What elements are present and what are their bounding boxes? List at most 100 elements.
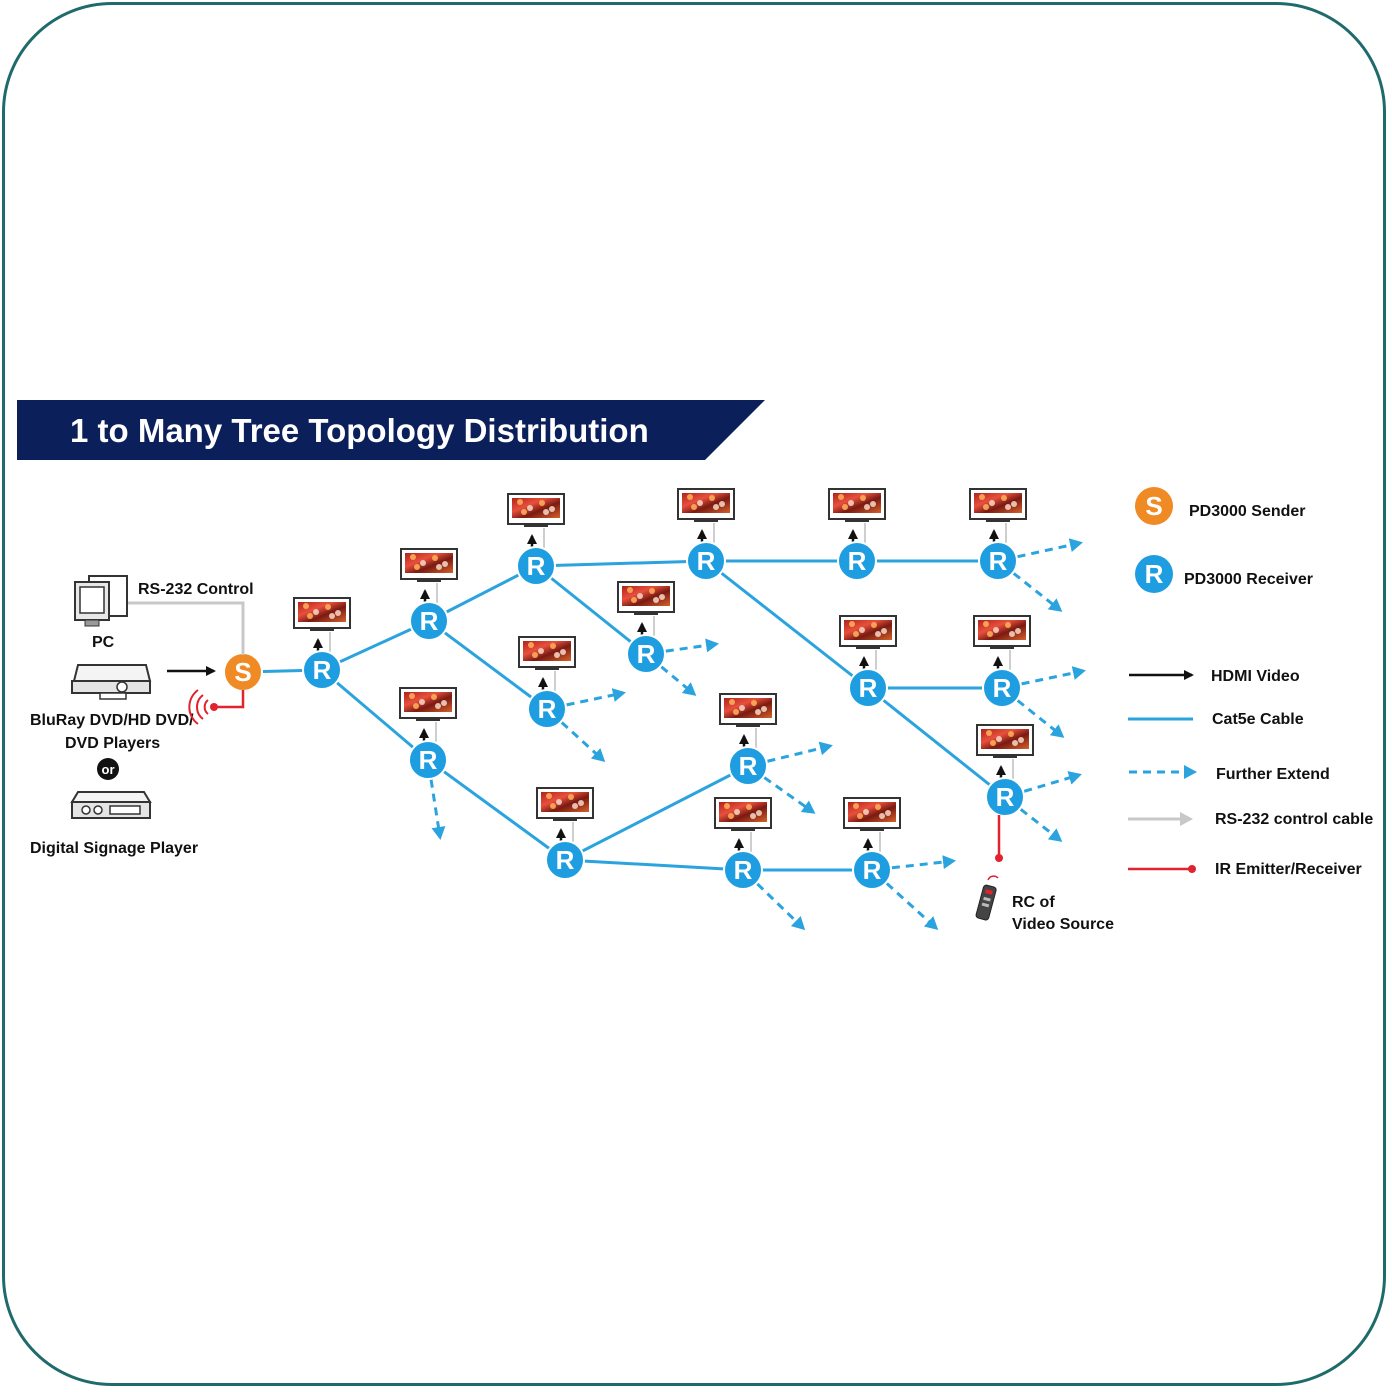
legend-cat5e: Cat5e Cable [1128,711,1304,728]
further-extend-arrow [1016,699,1065,738]
title-banner: 1 to Many Tree Topology Distribution [17,400,765,460]
receiver-node: R [852,850,892,890]
remote-signal-icon [987,875,999,881]
ir-signal-icon [188,689,209,725]
further-extend-arrow [429,779,446,840]
further-extend-arrow [560,721,606,763]
receiver-node-letter: R [863,855,882,885]
monitor-icon [507,493,565,527]
legend-rs232: RS-232 control cable [1128,811,1373,828]
cat5e-cable [535,559,707,568]
receiver-node: R [409,601,449,641]
pc-label: PC [92,634,115,651]
signage-player-icon [70,791,152,819]
monitor-icon [677,488,735,522]
or-badge [97,758,119,780]
legend-cat5e-label: Cat5e Cable [1212,711,1304,728]
receiver-node: R [686,541,726,581]
player-label-line1: BluRay DVD/HD DVD/ [30,712,194,729]
receiver-node-letter: R [996,782,1015,812]
further-extend-arrow [665,638,719,653]
monitor-icon [293,597,351,631]
monitor-icon [976,724,1034,758]
further-extend-arrow [1019,808,1063,842]
legend-receiver-letter: R [1145,559,1164,589]
receiver-node: R [527,689,567,729]
legend-extend-label: Further Extend [1216,766,1330,783]
receiver-node-letter: R [527,551,546,581]
sender-ir-emitter [210,703,218,711]
cat5e-cable [321,668,429,762]
receiver-node-letter: R [739,751,758,781]
nodes-group: S R R R R R R R R R R R R R R R R [223,541,1025,890]
pc-icon [74,575,128,627]
receiver-node-letter: R [556,845,575,875]
legend-ir: IR Emitter/Receiver [1128,861,1362,878]
legend-extend: Further Extend [1129,765,1330,783]
monitor-icon [719,693,777,727]
receiver-node-letter: R [538,694,557,724]
receiver-node: R [516,546,556,586]
cat5e-cable [427,758,566,862]
receiver-node: R [978,541,1018,581]
further-extend-arrow [566,688,626,707]
receiver-node-letter: R [697,546,716,576]
receiver-node-letter: R [420,606,439,636]
monitor-icon [518,636,576,670]
cat5e-cable [705,559,869,690]
receiver-node: R [408,740,448,780]
sender-node-letter: S [234,657,251,687]
monitor-icon [839,615,897,649]
receiver-node: R [985,777,1025,817]
further-extend-arrow [1023,771,1082,793]
receiver-node: R [728,746,768,786]
monitor-icon [828,488,886,522]
cat5e-cable [867,686,1006,799]
signage-label: Digital Signage Player [30,840,198,857]
player-label-line2: DVD Players [65,735,160,752]
receiver-node-letter: R [848,546,867,576]
legend-sender-letter: S [1145,491,1162,521]
further-extend-arrow [1012,572,1063,612]
monitors-group [293,488,1034,852]
receiver-node-letter: R [989,546,1008,576]
legend-hdmi: HDMI Video [1129,668,1300,685]
monitor-icon [714,797,772,831]
monitor-icon [969,488,1027,522]
further-extend-arrow [1017,538,1083,559]
further-extend-arrow [756,882,806,931]
further-extend-arrow [660,665,697,696]
dvd-player-icon [71,664,152,700]
further-extend-arrow [767,741,833,763]
or-label: or [102,762,115,777]
receiver-node-letter: R [419,745,438,775]
rs232-control-label: RS-232 Control [138,581,254,598]
remote-control-icon [975,884,997,921]
cat5e-cable [564,858,744,872]
further-extend-arrow [885,882,939,931]
receiver-node: R [982,668,1022,708]
legend-sender: S PD3000 Sender [1135,487,1306,525]
cat5e-cables [242,559,1006,872]
further-extend-arrows [429,538,1086,931]
further-extend-arrow [891,855,956,870]
remote-control: RC of Video Source [975,815,1114,933]
receiver-node: R [848,668,888,708]
further-extend-arrow [763,776,816,814]
monitor-icon [843,797,901,831]
source-equipment: RS-232 Control PC BluRay DVD/HD DVD/ DVD… [30,575,254,857]
monitor-icon [617,581,675,615]
receiver-node-letter: R [859,673,878,703]
cat5e-cable [428,619,548,711]
legend-ir-label: IR Emitter/Receiver [1215,861,1362,878]
legend-sender-label: PD3000 Sender [1189,503,1306,520]
receiver-node-letter: R [734,855,753,885]
cat5e-cable [428,564,537,623]
remote-label-line1: RC of [1012,894,1055,911]
legend-receiver-label: PD3000 Receiver [1184,571,1313,588]
cat5e-cable [564,764,749,862]
receiver-node: R [626,634,666,674]
receiver-node-letter: R [313,655,332,685]
